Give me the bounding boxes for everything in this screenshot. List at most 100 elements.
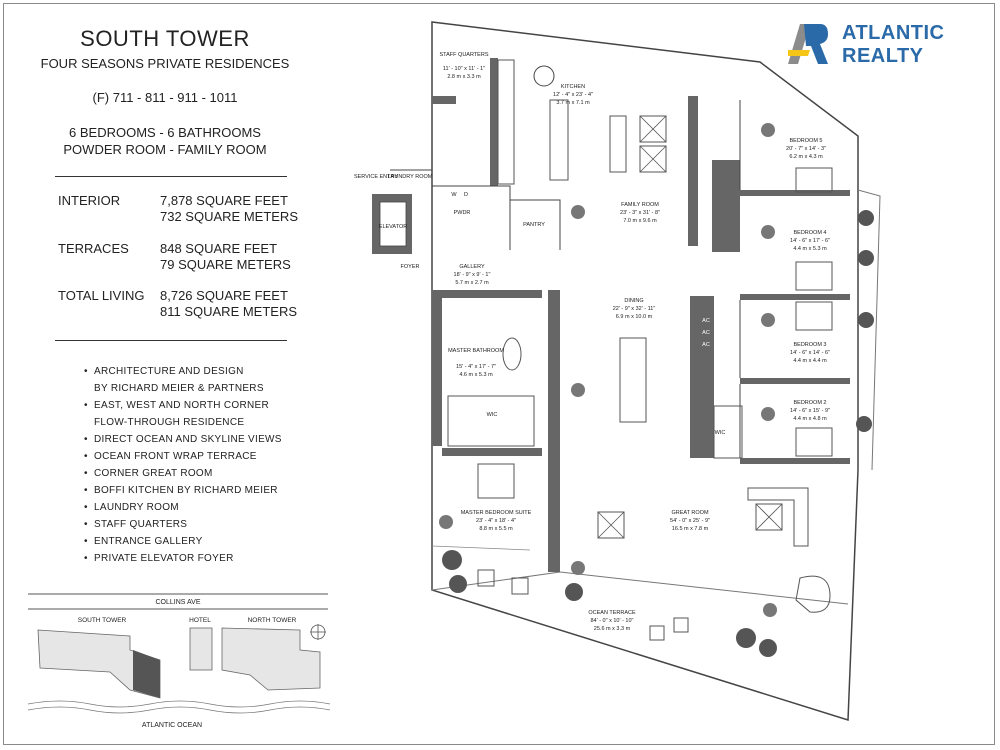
bullet-icon: • [84,502,88,513]
room-dim: 23' - 4" x 18' - 4" [476,518,516,524]
room-label: BEDROOM 4 [793,230,826,236]
room-dim: 6.9 m x 10.0 m [616,314,653,320]
table-icon [533,65,555,87]
total-living-label: TOTAL LIVING [58,288,145,303]
table-icon [639,145,667,173]
wall [712,160,740,252]
feature-item: •ENTRANCE GALLERY [84,533,314,550]
page-frame [3,3,995,745]
label-dryer: D [464,192,468,198]
label-ac: AC [702,318,710,324]
interior-label: INTERIOR [58,193,121,208]
feature-list: •ARCHITECTURE AND DESIGN BY RICHARD MEIE… [84,363,314,567]
piano-icon [795,575,831,613]
divider [55,176,287,177]
label-ac: AC [702,196,710,202]
lounge-chair-icon [477,569,689,641]
room-dim: 18' - 9" x 9' - 1" [454,272,491,278]
bullet-icon: • [84,553,88,564]
column-icon [763,603,777,617]
label-foyer: FOYER [401,264,420,270]
room-dim: 8.8 m x 5.5 m [479,526,513,532]
wall [740,378,850,384]
bullet-icon: • [84,434,88,445]
south-tower-label: SOUTH TOWER [78,617,127,624]
rooms-summary-1: 6 BEDROOMS - 6 BATHROOMS [69,125,261,140]
feature-item: •BOFFI KITCHEN BY RICHARD MEIER [84,482,314,499]
ocean-label: ATLANTIC OCEAN [142,722,202,729]
wall [740,458,850,464]
total-living-sqft: 8,726 SQUARE FEET [160,288,288,303]
room-dim: 6.2 m x 4.3 m [789,154,823,160]
feature-item: •PRIVATE ELEVATOR FOYER [84,550,314,567]
room-dim: 4.4 m x 4.4 m [793,358,827,364]
wall [690,296,714,458]
room-label: MASTER BATHROOM [448,348,504,354]
column-icon [761,407,775,421]
room-label: MASTER BEDROOM SUITE [461,510,532,516]
label-ac: AC [702,342,710,348]
room-label: BEDROOM 3 [793,342,826,348]
label-wic: WIC [715,430,726,436]
wall [442,448,542,456]
bullet-icon: • [84,400,88,411]
bed-icon [477,463,515,499]
column-icon [571,383,585,397]
feature-item: •CORNER GREAT ROOM [84,465,314,482]
bed-icon [795,301,833,331]
bed-icon [795,261,833,291]
sofa-icon [609,115,627,173]
label-elevator: ELEVATOR [379,224,407,230]
wall [740,294,850,300]
room-dim: 11' - 10" x 11' - 1" [443,66,485,72]
room-dim: 14' - 6" x 17' - 6" [790,238,830,244]
column-icon [761,225,775,239]
room-dim: 7.0 m x 9.6 m [623,218,657,224]
dining-table [619,337,647,423]
column-icon [439,515,453,529]
room-dim: 3.7 m x 7.1 m [556,100,590,106]
feature-item: FLOW-THROUGH RESIDENCE [94,417,245,428]
interior-sqft: 7,878 SQUARE FEET [160,193,288,208]
room-dim: 2.8 m x 3.3 m [447,74,481,80]
room-dim: 16.5 m x 7.8 m [672,526,709,532]
room-dim: 14' - 6" x 14' - 6" [790,350,830,356]
room-label: DINING [624,298,643,304]
room-dim: 22' - 9" x 32' - 11" [613,306,656,312]
label-service-entry: SERVICE ENTRY [354,174,398,180]
column-icon [571,561,585,575]
north-tower-footprint [221,627,321,691]
label-pantry: PANTRY [523,222,545,228]
room-label: BEDROOM 2 [793,400,826,406]
feature-item: •DIRECT OCEAN AND SKYLINE VIEWS [84,431,314,448]
bullet-icon: • [84,468,88,479]
street-label: COLLINS AVE [155,599,200,606]
room-dim: 4.4 m x 4.8 m [793,416,827,422]
rooms-summary-2: POWDER ROOM - FAMILY ROOM [63,142,267,157]
wall [432,290,542,298]
room-label: OCEAN TERRACE [588,610,636,616]
column-icon [761,123,775,137]
bullet-icon: • [84,536,88,547]
page-subtitle: FOUR SEASONS PRIVATE RESIDENCES [40,56,290,71]
plant-icon [442,210,874,657]
total-living-sqm: 811 SQUARE METERS [160,304,298,319]
feature-item: •STAFF QUARTERS [84,516,314,533]
logo-mark-r-icon [804,24,828,64]
room-dim: 15' - 4" x 17' - 7" [456,364,496,370]
terraces-label: TERRACES [58,241,129,256]
bullet-icon: • [84,366,88,377]
closet [447,395,535,447]
bed-icon [795,167,833,193]
room-dim: 5.7 m x 2.7 m [455,280,489,286]
terraces-sqm: 79 SQUARE METERS [160,257,291,272]
divider [55,340,287,341]
feature-item: •EAST, WEST AND NORTH CORNER [84,397,314,414]
kitchen-counter [497,59,515,185]
bullet-icon: • [84,485,88,496]
room-dim: 12' - 4" x 23' - 4" [553,92,593,98]
wall [490,58,498,186]
column-icon [761,313,775,327]
closet [713,405,743,459]
feature-item: BY RICHARD MEIER & PARTNERS [94,383,264,394]
